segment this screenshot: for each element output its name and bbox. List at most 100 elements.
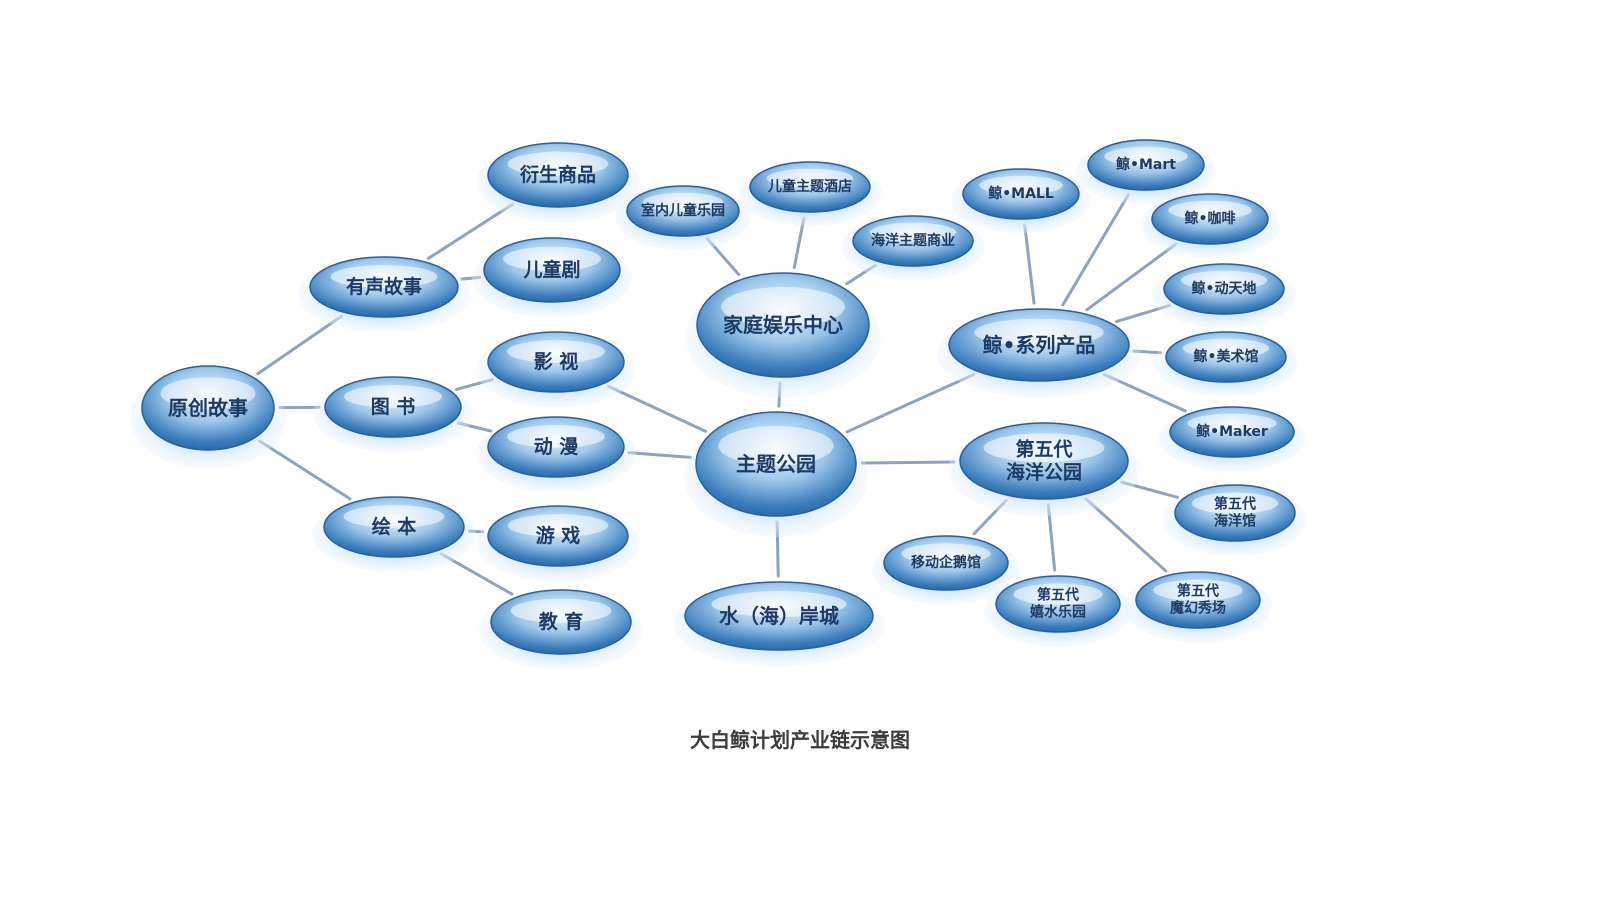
node-highlight — [983, 433, 1105, 463]
node-jiudian: 儿童主题酒店 — [738, 160, 882, 227]
edge-yingshi-zhuti — [606, 384, 707, 433]
node-highlight — [507, 514, 609, 537]
node-highlight — [1187, 413, 1277, 433]
node-highlight — [642, 192, 724, 212]
edge-dongman-zhuti — [627, 451, 693, 459]
node-label: 有声故事 — [346, 275, 422, 298]
node-highlight — [330, 265, 438, 288]
node-label: 绘 本 — [372, 515, 417, 538]
node-highlight — [721, 287, 845, 327]
node-label: 第五代 — [1015, 438, 1072, 461]
node-label: 第五代 — [1214, 496, 1256, 513]
node-highlight — [901, 543, 991, 564]
node-label: 第五代 — [1177, 583, 1219, 600]
node-huiben: 绘 本 — [312, 496, 476, 573]
node-label: 儿童剧 — [522, 258, 580, 281]
node-highlight — [503, 246, 601, 271]
node-label: 海洋馆 — [1214, 512, 1256, 529]
node-label: 室内儿童乐园 — [641, 202, 725, 219]
node-highlight — [711, 591, 847, 618]
node-label: 游 戏 — [536, 524, 581, 547]
edge-xilie-kafei — [1085, 242, 1178, 312]
node-dongtiandi: 鲸•动天地 — [1152, 262, 1296, 329]
node-label: 影 视 — [534, 350, 579, 373]
node-highlight — [507, 340, 605, 363]
node-highlight — [869, 222, 957, 242]
node-label: 家庭娱乐中心 — [723, 313, 843, 337]
node-highlight — [160, 377, 256, 410]
node-xilie: 鲸•系列产品 — [937, 308, 1141, 398]
node-jiating: 家庭娱乐中心 — [685, 272, 881, 398]
node-shinei: 室内儿童乐园 — [615, 184, 751, 251]
node-yansheng: 衍生商品 — [476, 142, 640, 223]
node-yousheng: 有声故事 — [298, 256, 470, 333]
node-label: 原创故事 — [168, 396, 248, 420]
edge-xilie-mall — [1023, 223, 1036, 305]
edge-diwudai-mohuan — [1084, 497, 1168, 573]
node-mart: 鲸•Mart — [1076, 138, 1216, 205]
node-label: 动 漫 — [534, 436, 580, 458]
node-qie: 移动企鹅馆 — [872, 534, 1020, 605]
node-dongman: 动 漫 — [476, 416, 636, 493]
node-tushu: 图 书 — [313, 376, 473, 453]
node-label: 教 育 — [539, 610, 584, 633]
node-highlight — [718, 426, 834, 466]
node-label: 鲸•MALL — [988, 185, 1054, 202]
node-mall: 鲸•MALL — [951, 167, 1091, 234]
node-highlight — [1191, 492, 1279, 514]
node-label: 图 书 — [371, 396, 416, 418]
node-yingshi: 影 视 — [476, 331, 636, 408]
node-label: 衍生商品 — [519, 163, 596, 186]
node-ertongju: 儿童剧 — [472, 237, 632, 318]
node-highlight — [1013, 583, 1103, 605]
node-jiaoyu: 教 育 — [479, 589, 643, 670]
node-highlight — [974, 318, 1104, 347]
node-label: 海洋主题商业 — [871, 232, 955, 249]
node-highlight — [1180, 270, 1268, 290]
node-label: 鲸•Maker — [1196, 423, 1268, 440]
node-haiyangshangye: 海洋主题商业 — [841, 214, 985, 281]
node-highlight — [507, 425, 605, 448]
node-label: 嬉水乐园 — [1030, 603, 1086, 620]
node-highlight — [766, 168, 854, 188]
node-kafei: 鲸•咖啡 — [1140, 192, 1280, 259]
edge-xilie-mart — [1061, 192, 1131, 307]
node-highlight — [507, 151, 609, 176]
node-highlight — [343, 505, 445, 528]
node-label: 海洋公园 — [1006, 460, 1082, 483]
diagram-caption: 大白鲸计划产业链示意图 — [690, 728, 910, 752]
node-label: 魔幻秀场 — [1170, 599, 1226, 616]
node-highlight — [344, 385, 442, 408]
edge-yousheng-yansheng — [426, 202, 514, 260]
edge-yuanchuang-yousheng — [256, 314, 343, 376]
node-label: 鲸•系列产品 — [983, 333, 1096, 357]
node-highlight — [1153, 579, 1243, 601]
edge-zhuti-xilie — [845, 372, 976, 434]
node-label: 鲸•美术馆 — [1194, 348, 1259, 365]
node-highlight — [1168, 200, 1252, 220]
edge-zhuti-diwudai — [860, 460, 956, 465]
node-label: 儿童主题酒店 — [767, 178, 852, 195]
node-label: 主题公园 — [736, 452, 816, 476]
node-highlight — [510, 598, 612, 623]
node-highlight — [979, 175, 1063, 195]
node-highlight — [1104, 146, 1188, 166]
node-yuanchuang: 原创故事 — [130, 365, 286, 469]
edge-yuanchuang-huiben — [258, 439, 352, 501]
node-zhuti: 主题公园 — [684, 411, 868, 537]
edge-jiating-jiudian — [792, 216, 806, 269]
node-label: 鲸•咖啡 — [1185, 210, 1236, 227]
node-highlight — [1182, 338, 1270, 358]
node-label: 第五代 — [1037, 587, 1079, 604]
node-label: 鲸•Mart — [1116, 156, 1176, 173]
node-label: 鲸•动天地 — [1192, 280, 1257, 297]
node-youxi: 游 戏 — [476, 505, 640, 582]
node-maker: 鲸•Maker — [1158, 405, 1306, 472]
node-anCheng: 水（海）岸城 — [673, 581, 885, 667]
